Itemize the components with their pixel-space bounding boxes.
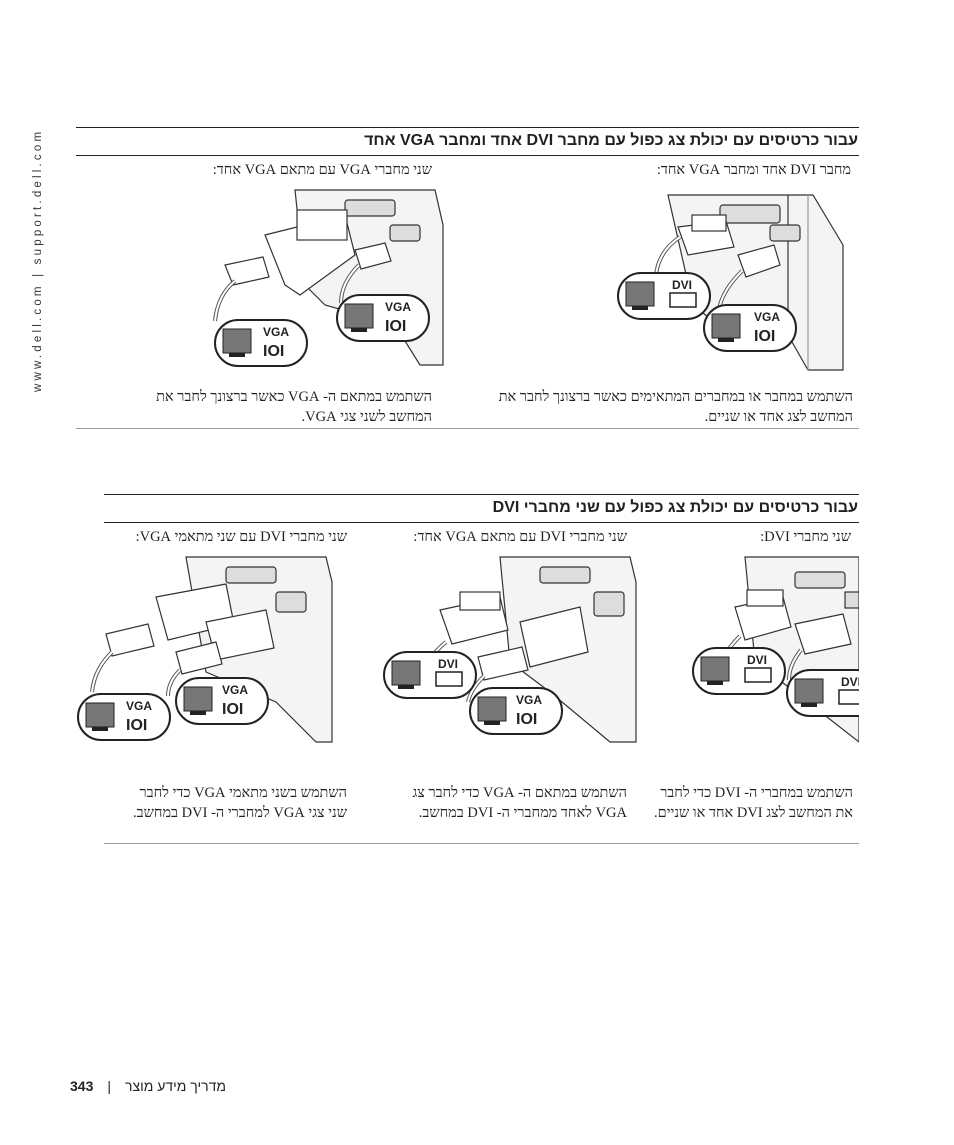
section2-panel3-illustration: VGA IOI VGA IOI — [76, 552, 336, 752]
svg-text:IOI: IOI — [126, 717, 147, 734]
section2-heading-rule — [104, 522, 859, 523]
svg-text:IOI: IOI — [754, 328, 775, 345]
footer-title: מדריך מידע מוצר — [125, 1078, 226, 1094]
svg-text:IOI: IOI — [222, 701, 243, 718]
section1-panel2-badge1-label: VGA — [263, 325, 289, 339]
section2-panel1-badge2-label: DVI — [841, 675, 859, 689]
section2-panel1-illustration: DVI DVI — [685, 552, 859, 752]
svg-text:IOI: IOI — [263, 343, 284, 360]
page-number: 343 — [70, 1078, 94, 1094]
svg-text:IOI: IOI — [516, 711, 537, 728]
section2-panel1-description: השתמש במחברי ה- DVI כדי לחבר את המחשב לצ… — [654, 785, 853, 821]
section2-panel2-badge1-label: DVI — [438, 657, 458, 671]
section1-panel2-illustration: VGA IOI VGA IOI — [205, 185, 445, 375]
section2-panel3-badge2-label: VGA — [222, 683, 248, 697]
section2-panel2-badge2-label: VGA — [516, 693, 542, 707]
section1-top-rule — [76, 127, 859, 128]
section1-panel1-badge2-label: VGA — [754, 310, 780, 324]
section1-panel1-illustration: DVI VGA IOI — [608, 185, 848, 375]
section1-bottom-rule — [76, 428, 859, 429]
section2-panel2-description: השתמש במתאם ה- VGA כדי לחבר צג VGA לאחד … — [412, 785, 627, 821]
section1-panel2-badge2-label: VGA — [385, 300, 411, 314]
svg-text:IOI: IOI — [385, 318, 406, 335]
section1-panel1-description: השתמש במחבר או במחברים המתאימים כאשר ברצ… — [498, 389, 853, 425]
section2-panel1-badge1-label: DVI — [747, 653, 767, 667]
section2-panel3-caption: שני מחברי DVI עם שני מתאמי VGA: — [135, 529, 347, 545]
section2-bottom-rule — [104, 843, 859, 844]
section1-panel2-description: השתמש במתאם ה- VGA כאשר ברצונך לחבר את ה… — [156, 389, 432, 425]
section2-panel3-badge1-label: VGA — [126, 699, 152, 713]
section2-panel2-caption: שני מחברי DVI עם מתאם VGA אחד: — [413, 529, 627, 545]
page-footer: 343 | מדריך מידע מוצר — [70, 1076, 226, 1096]
section2-heading: עבור כרטיסים עם יכולת צג כפול עם שני מחב… — [492, 499, 858, 516]
section2-panel3-description: השתמש בשני מתאמי VGA כדי לחבר שני צגי VG… — [132, 785, 347, 821]
side-website-url: www.dell.com | support.dell.com — [32, 128, 44, 392]
section1-panel1-badge1-label: DVI — [672, 278, 692, 292]
section1-heading-rule — [76, 155, 859, 156]
section2-top-rule — [104, 494, 859, 495]
section1-panel2-caption: שני מחברי VGA עם מתאם VGA אחד: — [212, 162, 432, 178]
section2-panel2-illustration: DVI VGA IOI — [380, 552, 640, 752]
section1-heading: עבור כרטיסים עם יכולת צג כפול עם מחבר DV… — [364, 132, 858, 149]
section2-panel1-caption: שני מחברי DVI: — [760, 529, 851, 545]
footer-separator: | — [107, 1078, 111, 1094]
section1-panel1-caption: מחבר DVI אחד ומחבר VGA אחד: — [656, 162, 851, 178]
